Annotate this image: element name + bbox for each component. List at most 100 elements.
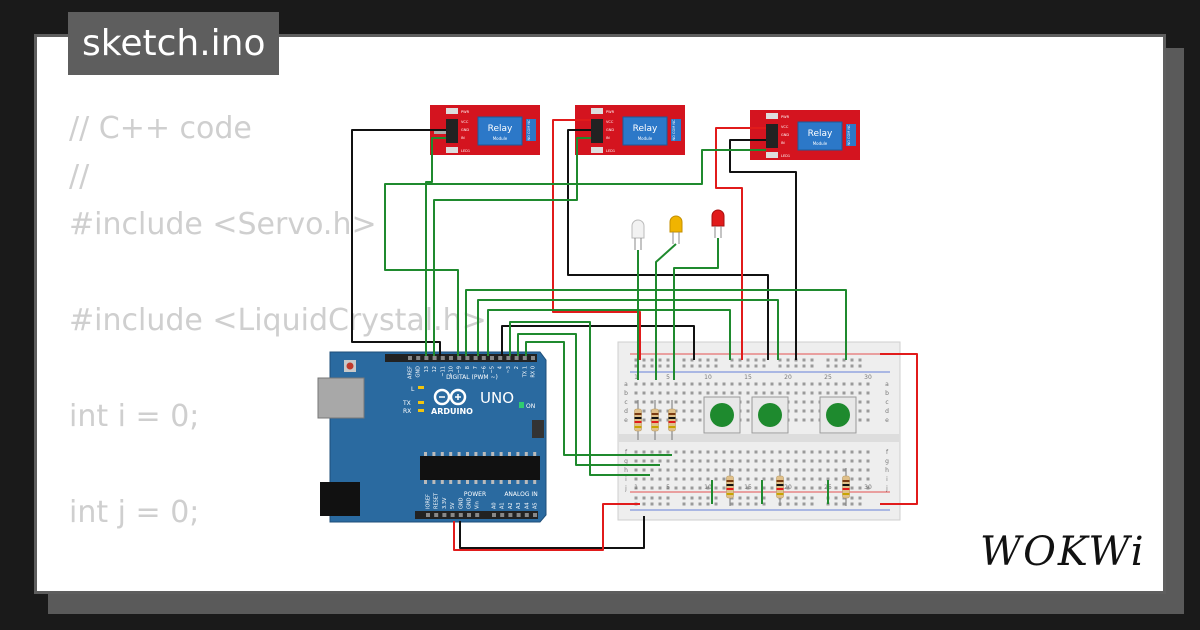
relay-pin-label-vcc: VCC (461, 120, 469, 124)
code-line: #include <Servo.h> (69, 207, 377, 242)
wire-black (567, 129, 769, 360)
wire-green (487, 309, 731, 360)
relay-pin-label-led1: LED1 (781, 154, 790, 158)
relay-pin-label-in: IN (606, 136, 610, 140)
relay-pin-header (591, 119, 603, 143)
resistors (634, 400, 850, 506)
relay-module-3: Relay Module NO COM NC PWR VCC GND IN LE… (750, 110, 860, 160)
analog-header-label: ANALOG IN (504, 491, 537, 498)
digital-pin-label: ~11 (440, 366, 446, 377)
led-tx-label: TX (402, 400, 411, 407)
relay-pin-label-gnd: GND (461, 128, 469, 132)
power-pin-label: GND (467, 497, 473, 509)
digital-pin-label: GND (416, 366, 422, 378)
row-letter-left: d (624, 408, 628, 415)
column-number-bottom: 1 (634, 484, 638, 491)
wire-green (477, 299, 779, 360)
power-jack (320, 482, 360, 516)
relay-led1 (591, 147, 603, 153)
relay-sublabel: Module (638, 136, 653, 141)
digital-pin-label: 7 (473, 366, 479, 369)
column-number-top: 25 (824, 374, 832, 381)
wire-red (453, 503, 640, 551)
digital-pin-label: AREF (408, 366, 414, 379)
wire-black (501, 325, 695, 360)
relay-sublabel: Module (813, 141, 828, 146)
icsp-header (532, 420, 544, 438)
row-letter-right: h (885, 467, 889, 474)
digital-pin-label: ~6 (481, 366, 487, 373)
led-rx (418, 409, 424, 412)
file-name-tab: sketch.ino (68, 12, 280, 75)
relay-label: Relay (808, 129, 833, 139)
relay-pin (434, 131, 446, 134)
digital-pin-label: ~3 (506, 366, 512, 373)
relay-terminal-label: NO COM NC (847, 124, 851, 145)
column-number-top: 10 (704, 374, 712, 381)
column-number-top: 1 (634, 374, 638, 381)
digital-pin-label: 12 (432, 366, 438, 372)
analog-pin-label: A5 (533, 502, 539, 509)
relay-terminal (671, 119, 681, 141)
column-number-top: 20 (784, 374, 792, 381)
column-number-top: 15 (744, 374, 752, 381)
relay-pwr-led (591, 108, 603, 114)
wire-green (425, 137, 446, 356)
relay-sublabel: Module (493, 136, 508, 141)
led-l (418, 386, 424, 389)
wire-red (880, 353, 918, 505)
row-letter-left: a (624, 381, 628, 388)
column-number-top: 30 (864, 374, 872, 381)
row-letter-left: h (624, 467, 628, 474)
atmega-chip (420, 456, 540, 480)
relay-pin-header (766, 124, 778, 148)
file-name: sketch.ino (82, 23, 266, 64)
analog-header (488, 511, 538, 519)
wires (351, 119, 918, 551)
row-letter-left: g (624, 458, 628, 465)
digital-pin-label: 4 (498, 366, 504, 369)
arduino-brand: ARDUINO (431, 407, 473, 416)
led-rx-label: RX (403, 408, 411, 415)
resistor (776, 468, 784, 506)
relay-pin-header (446, 119, 458, 143)
digital-header-label: DIGITAL (PWM ~) (446, 374, 498, 381)
resistor (651, 400, 659, 440)
wire-green (673, 238, 719, 380)
wire-green (525, 341, 672, 456)
analog-pin-label: A4 (524, 502, 530, 509)
pushbutton-2 (751, 396, 789, 434)
digital-pin-label: ~10 (449, 366, 455, 377)
wire-red (552, 119, 641, 360)
relay-terminal-label: NO COM NC (527, 119, 531, 140)
relay-pin-label-in: IN (781, 141, 785, 145)
wire-green (509, 321, 650, 476)
wokwi-logo: WOKWi (980, 529, 1146, 575)
led-white (631, 219, 645, 250)
relay-pin-label-pwr: PWR (781, 115, 790, 119)
wire-black (351, 129, 446, 356)
relay-module-1: Relay Module NO COM NC PWR VCC GND IN LE… (430, 105, 540, 155)
row-letter-right: g (885, 458, 889, 465)
column-number-bottom: 20 (784, 484, 792, 491)
wokwi-logo-text: WOKWi (980, 529, 1146, 575)
code-line: // (69, 159, 90, 194)
wire-black (729, 139, 797, 360)
pushbutton-1 (703, 396, 741, 434)
column-number-top: 5 (666, 374, 670, 381)
row-letter-left: c (624, 399, 627, 406)
analog-pin-label: A2 (508, 502, 514, 509)
relay-terminal (526, 119, 536, 141)
power-led (519, 402, 524, 408)
code-line: int i = 0; (69, 399, 200, 434)
row-letter-left: b (624, 390, 628, 397)
reset-button-cap (346, 362, 354, 370)
usb-port (317, 377, 365, 419)
resistor (668, 400, 676, 440)
atmega-chip-pins (424, 452, 537, 484)
